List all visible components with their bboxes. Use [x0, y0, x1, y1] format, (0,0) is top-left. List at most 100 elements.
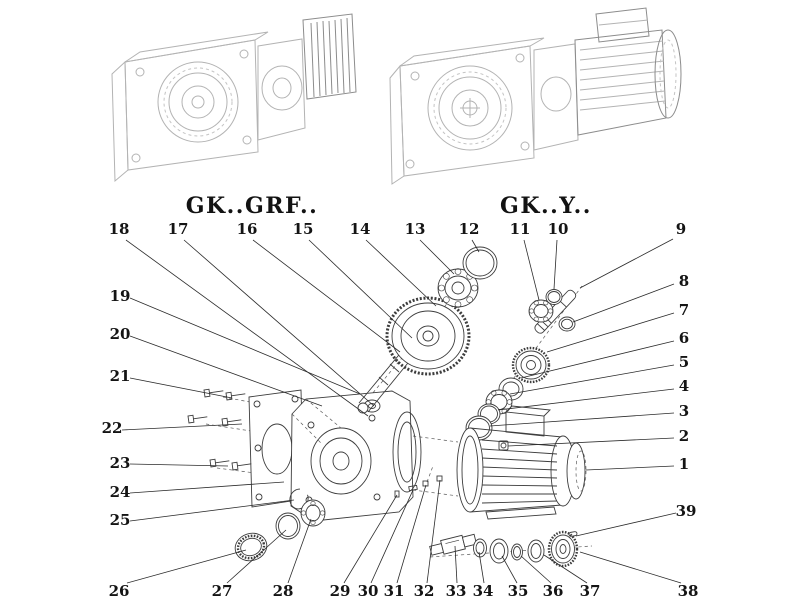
leader-line-22	[121, 423, 243, 431]
callout-27: 27	[212, 529, 287, 600]
variant-label-gk-grf: GK..GRF..	[186, 193, 319, 219]
part-number-8: 8	[679, 272, 689, 290]
leader-line-34	[478, 551, 485, 584]
ring-10	[545, 289, 563, 305]
callout-18: 18	[109, 220, 369, 417]
part-number-29: 29	[330, 582, 351, 600]
part-number-4: 4	[679, 377, 689, 395]
flange-bolt	[231, 461, 252, 471]
part-number-5: 5	[679, 353, 689, 371]
callout-13: 13	[405, 220, 455, 275]
part-number-1: 1	[679, 455, 689, 473]
flange-bolt	[221, 417, 242, 427]
leader-line-21	[129, 377, 233, 399]
part-number-16: 16	[237, 220, 258, 238]
callout-6: 6	[520, 329, 689, 379]
callout-26: 26	[109, 549, 247, 600]
leader-line-11	[523, 239, 540, 301]
intermediate-gear-7	[511, 346, 551, 384]
callout-4: 4	[497, 377, 689, 411]
part-number-27: 27	[212, 582, 233, 600]
key-39	[568, 531, 578, 537]
leader-line-39	[575, 512, 677, 537]
part-number-14: 14	[350, 220, 371, 238]
ribbed-cover	[302, 13, 357, 100]
pinion-bearing-11	[528, 299, 554, 323]
callout-32: 32	[414, 479, 441, 600]
part-number-26: 26	[109, 582, 130, 600]
callout-3: 3	[489, 402, 689, 427]
small-fastener-30	[408, 484, 418, 492]
leader-line-16	[252, 239, 401, 353]
callout-11: 11	[510, 220, 540, 301]
leader-line-38	[579, 551, 682, 584]
part-number-17: 17	[168, 220, 189, 238]
part-number-31: 31	[384, 582, 405, 600]
leader-line-25	[129, 499, 295, 522]
part-number-33: 33	[446, 582, 467, 600]
small-fastener-32	[436, 475, 443, 482]
output-gear	[385, 296, 471, 376]
part-number-23: 23	[110, 454, 131, 472]
part-number-37: 37	[580, 582, 601, 600]
callout-29: 29	[330, 494, 398, 600]
callout-2: 2	[507, 427, 689, 447]
part-number-19: 19	[110, 287, 131, 305]
part-number-2: 2	[679, 427, 689, 445]
leader-line-28	[287, 518, 312, 584]
callout-35: 35	[501, 555, 528, 600]
leader-line-20	[129, 335, 323, 407]
part-number-28: 28	[273, 582, 294, 600]
callout-10: 10	[548, 220, 568, 290]
bolt-guide-line	[216, 467, 256, 474]
part-number-15: 15	[293, 220, 314, 238]
part-number-32: 32	[414, 582, 435, 600]
flange-bolt	[203, 388, 224, 398]
part-number-11: 11	[510, 220, 531, 238]
gear-38	[547, 530, 579, 568]
part-number-39: 39	[676, 502, 697, 520]
leader-line-37	[543, 554, 588, 584]
leader-line-6	[520, 340, 675, 379]
upper-bearing	[437, 268, 479, 308]
callout-39: 39	[575, 502, 697, 537]
callout-31: 31	[384, 484, 427, 600]
leader-line-17	[183, 239, 375, 407]
callout-22: 22	[102, 419, 243, 437]
leader-line-29	[343, 494, 398, 584]
callout-17: 17	[168, 220, 375, 407]
leader-line-32	[426, 479, 441, 584]
spacer-36	[511, 543, 523, 561]
part-number-13: 13	[405, 220, 426, 238]
callout-12: 12	[459, 220, 480, 253]
flange-align-line	[412, 489, 459, 497]
part-number-18: 18	[109, 220, 130, 238]
leader-line-33	[454, 545, 458, 584]
leader-line-23	[129, 463, 229, 467]
leader-line-10	[553, 239, 558, 290]
callout-8: 8	[572, 272, 689, 323]
fastener-guide-line	[426, 465, 434, 483]
variant-label-gk-y: GK..Y..	[500, 193, 592, 219]
retaining-ring-12	[462, 246, 498, 280]
leader-line-15	[308, 239, 413, 339]
leader-line-4	[497, 388, 675, 411]
leader-line-5	[509, 364, 675, 395]
gearbox-grf-illustration	[111, 13, 357, 183]
oil-seal-26	[234, 532, 268, 562]
part-number-7: 7	[679, 301, 689, 319]
callout-21: 21	[110, 367, 233, 399]
motor-illustration	[574, 7, 682, 136]
bearing-35	[489, 538, 509, 564]
bearing-28	[300, 499, 326, 527]
callout-25: 25	[110, 499, 295, 529]
part-number-12: 12	[459, 220, 480, 238]
callout-37: 37	[543, 554, 601, 600]
callout-24: 24	[110, 481, 285, 501]
part-number-9: 9	[676, 220, 686, 238]
leader-line-31	[396, 484, 427, 584]
output-axis-line	[429, 545, 593, 558]
